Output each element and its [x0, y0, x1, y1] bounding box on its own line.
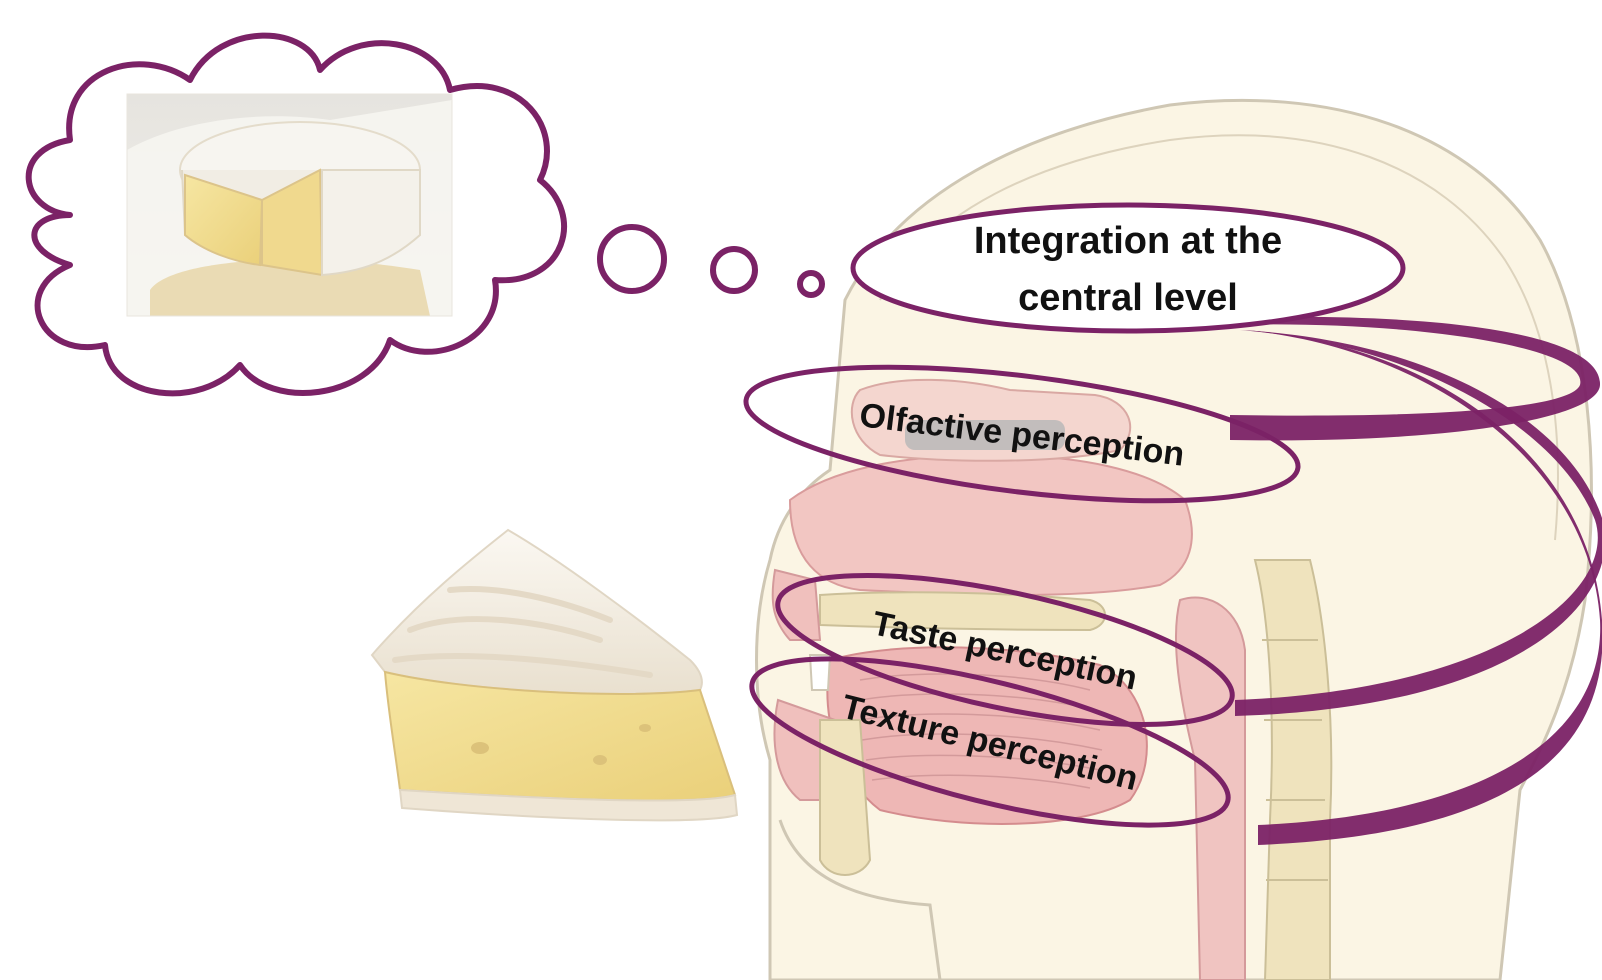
integration-label-line1: Integration at the [974, 220, 1282, 262]
camembert-wedge-photo [372, 530, 737, 820]
wedge-hole [471, 742, 489, 754]
thought-bubble-medium [713, 249, 755, 291]
jaw-bone [820, 720, 870, 875]
integration-label-group: Integration at the central level [853, 205, 1403, 331]
wedge-top-rind [372, 530, 702, 694]
camembert-wheel-photo [127, 94, 452, 316]
thought-bubble-large [600, 227, 664, 291]
integration-label-line2: central level [1018, 277, 1238, 319]
wedge-hole [639, 724, 651, 732]
thought-bubble-small [800, 273, 822, 295]
wedge-hole [593, 755, 607, 765]
